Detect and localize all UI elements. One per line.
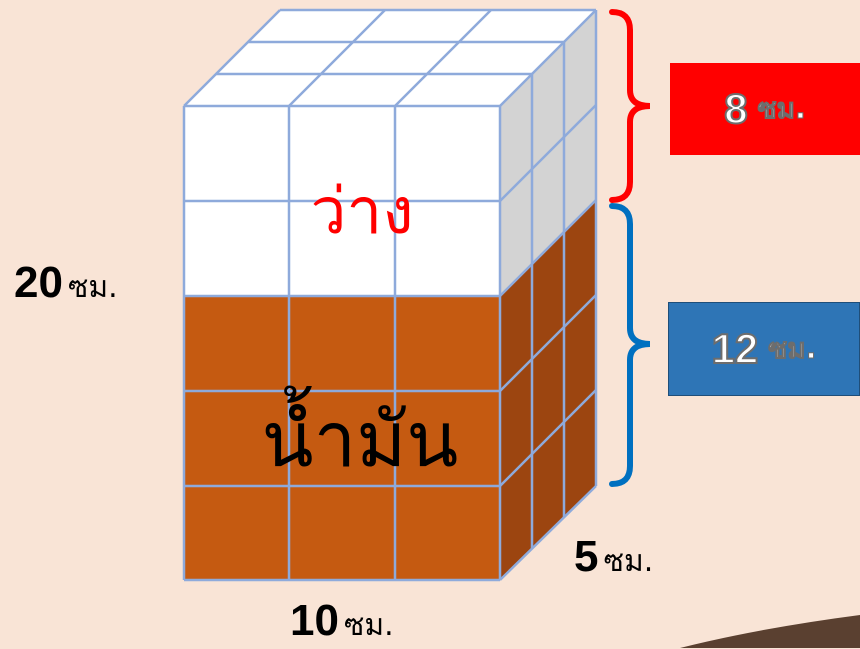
- side-oil-face: [500, 200, 596, 580]
- corner-decoration: [680, 615, 860, 648]
- oil-height-unit: ซม.: [768, 332, 817, 366]
- oil-region-label: น้ำมัน: [261, 395, 459, 484]
- width-value: 10: [290, 596, 339, 645]
- depth-label: 5 ซม.: [574, 532, 653, 585]
- width-label: 10 ซม.: [290, 596, 394, 649]
- front-oil-face: [184, 296, 500, 580]
- empty-region-label: ว่าง: [310, 175, 414, 249]
- top-face: [184, 10, 596, 106]
- depth-unit: ซม.: [603, 544, 654, 579]
- oil-height-badge: 12 ซม.: [668, 302, 860, 396]
- oil-height-value: 12: [711, 324, 760, 373]
- empty-height-value: 8: [723, 84, 748, 133]
- empty-height-badge: 8 ซม.: [670, 63, 860, 155]
- depth-value: 5: [574, 532, 599, 581]
- height-unit: ซม.: [68, 270, 118, 305]
- top-brace: [609, 9, 651, 203]
- width-unit: ซม.: [344, 608, 394, 643]
- empty-height-unit: ซม.: [757, 92, 806, 126]
- height-label: 20 ซม.: [14, 258, 118, 311]
- height-value: 20: [14, 258, 63, 307]
- grid-lines: [182, 8, 598, 582]
- bottom-brace: [609, 203, 651, 487]
